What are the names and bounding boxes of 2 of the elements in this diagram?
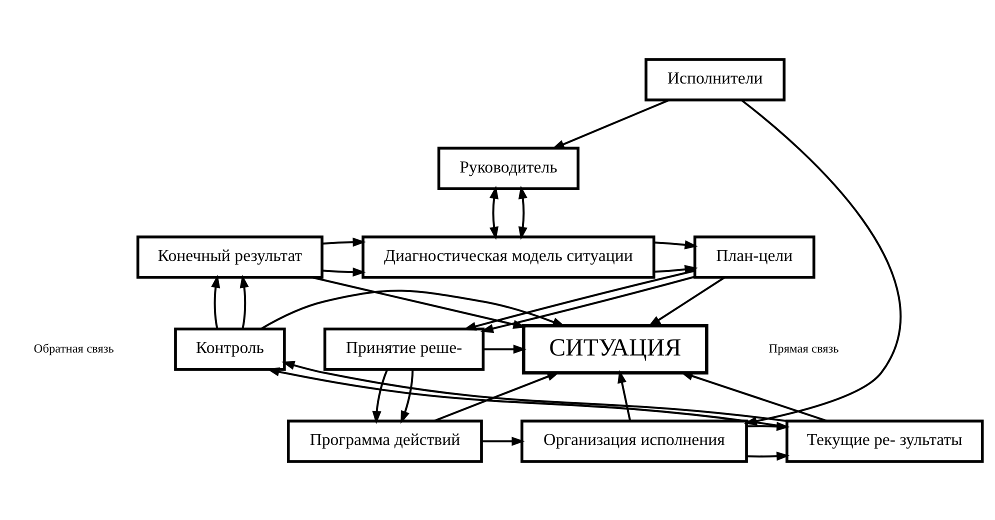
- label: Прямая связь: [768, 340, 839, 355]
- label: Обратная связь: [34, 340, 114, 355]
